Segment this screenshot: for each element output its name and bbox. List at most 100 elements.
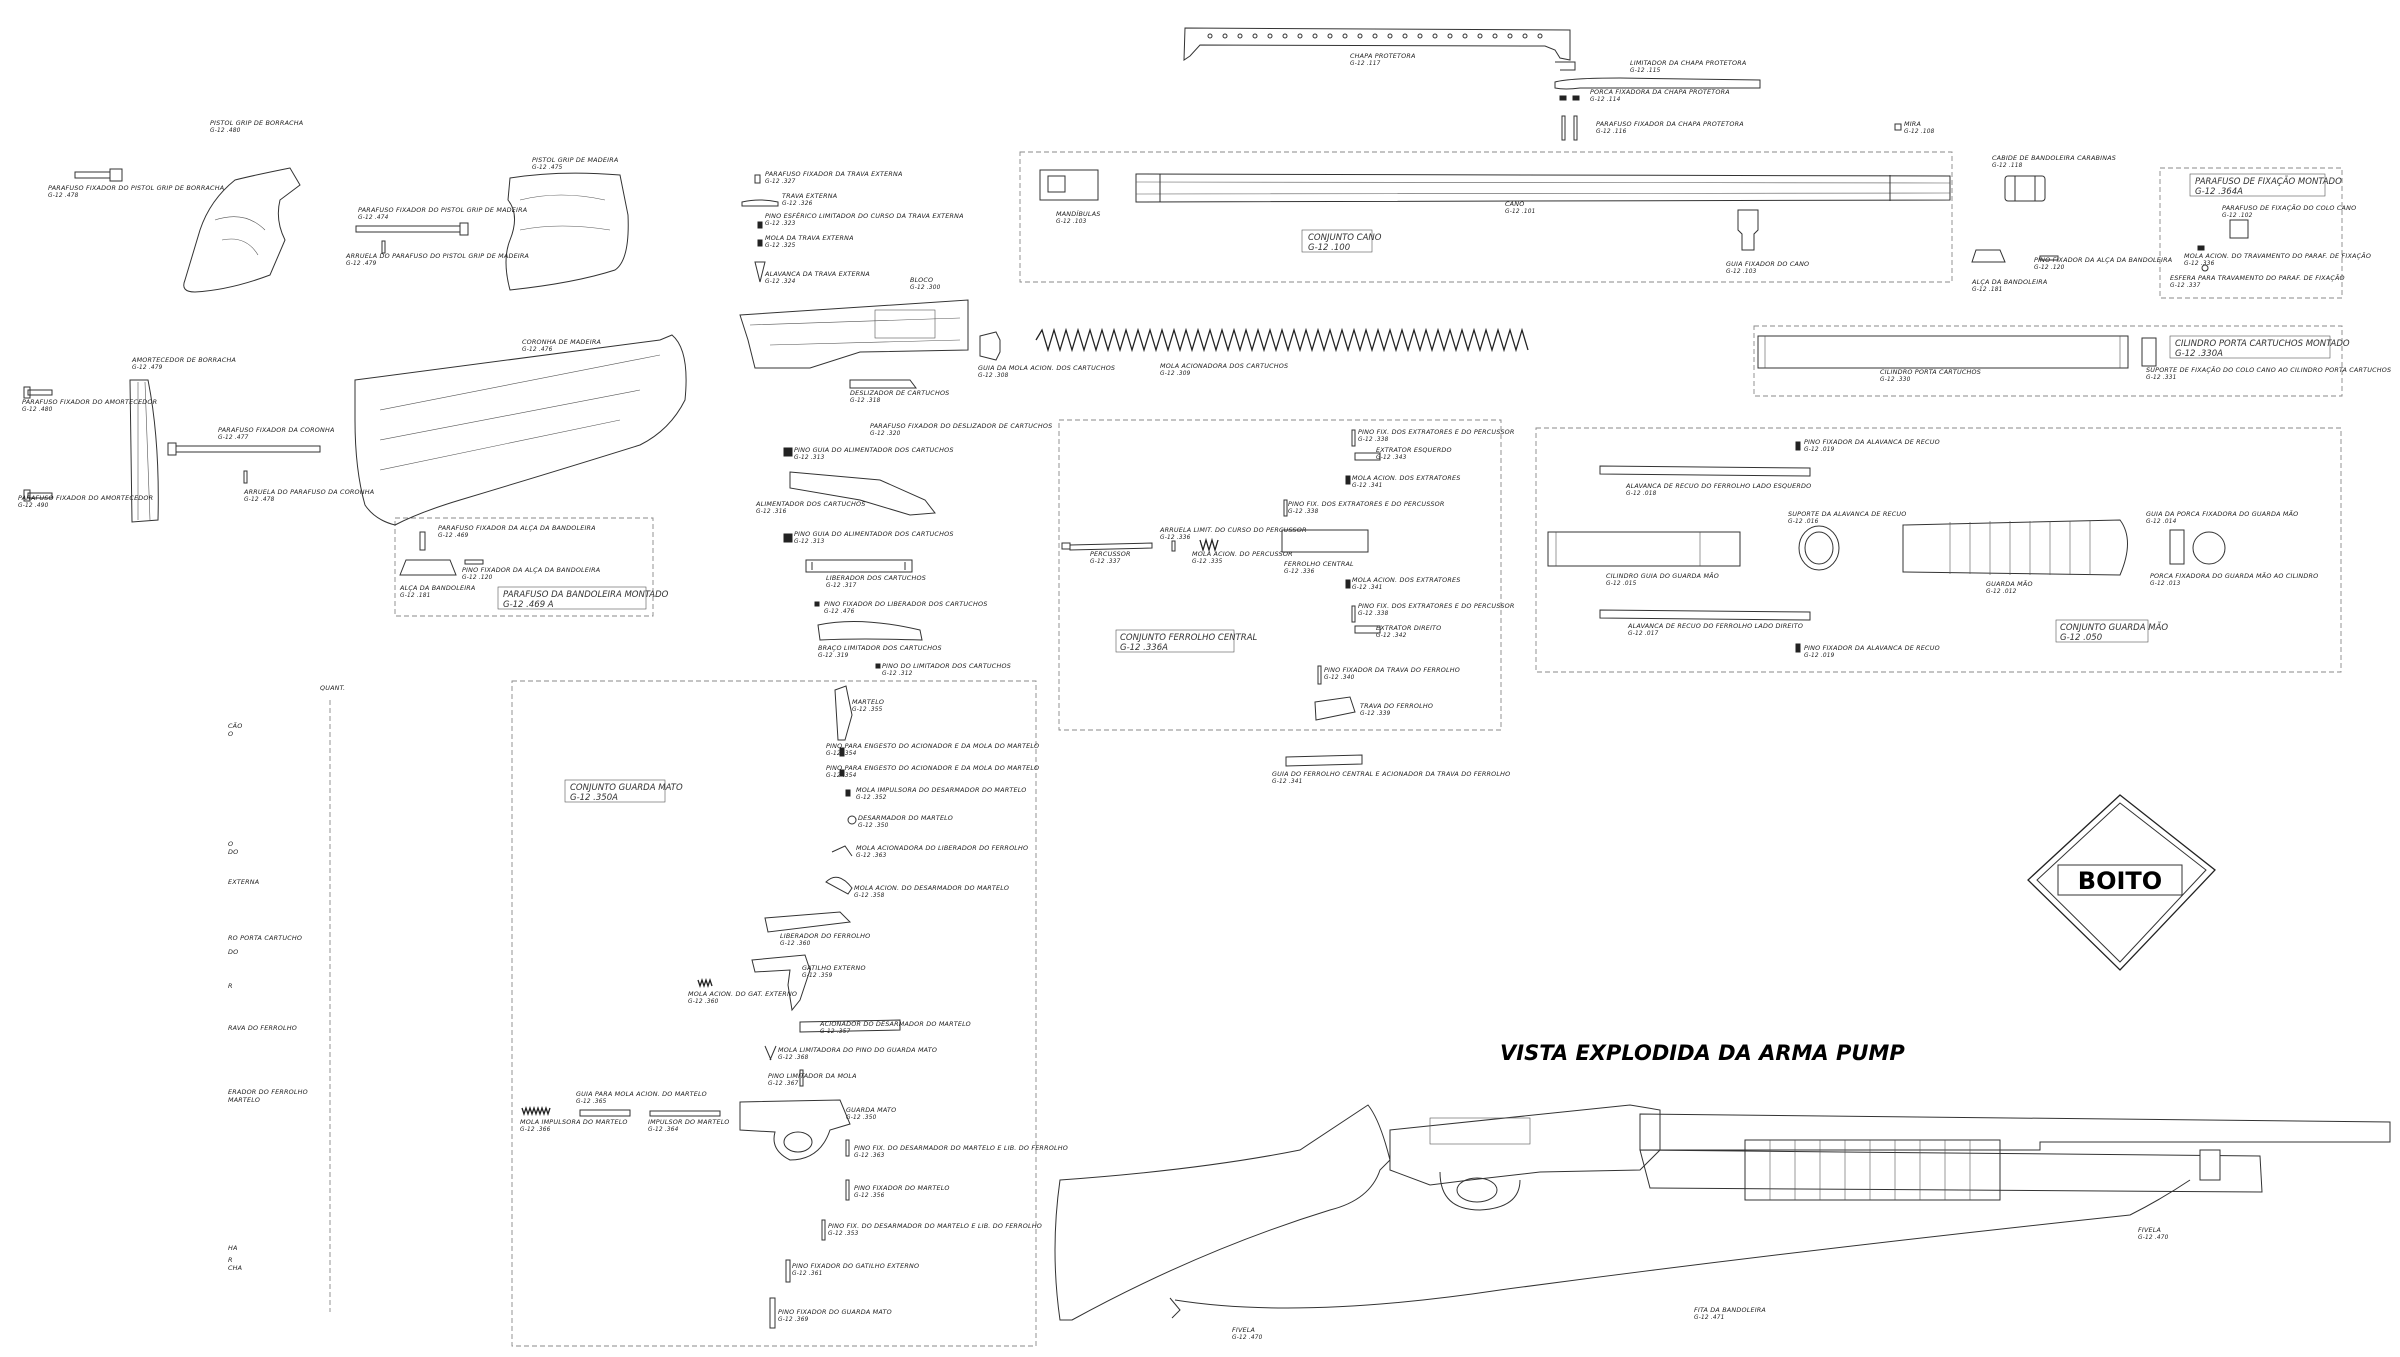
label-parafuso-pistol-grip-borracha: PARAFUSO FIXADOR DO PISTOL GRIP DE BORRA… (48, 184, 224, 199)
group-box-guarda-mato (511, 680, 1037, 1347)
label-code: G-12 .316 (756, 509, 787, 515)
label-text: PINO DO LIMITADOR DOS CARTUCHOS (882, 662, 1011, 670)
label-code: G-12 .015 (1606, 581, 1637, 587)
label-pino-fix-desarmador-2: PINO FIX. DO DESARMADOR DO MARTELO E LIB… (828, 1222, 1042, 1237)
label-pino-fix-extratores-3: PINO FIX. DOS EXTRATORES E DO PERCUSSORG… (1358, 602, 1514, 617)
label-code: G-12 .364 (648, 1127, 679, 1133)
boito-logo: BOITO (2027, 794, 2216, 971)
label-code: G-12 .116 (1596, 129, 1627, 135)
group-code-cilindro: G-12 .330A (2175, 349, 2223, 359)
label-text: CHAPA PROTETORA (1350, 52, 1416, 60)
label-code: G-12 .341 (1272, 779, 1303, 785)
label-code: G-12 .363 (854, 1153, 885, 1159)
label-text: BLOCO (910, 276, 933, 284)
group-title-bandoleira: PARAFUSO DA BANDOLEIRA MONTADO (503, 590, 669, 600)
logo-text: BOITO (2078, 867, 2162, 895)
label-text: ARRUELA LIMIT. DO CURSO DO PERCUSSOR (1159, 526, 1307, 534)
acionador-desarmador-part (799, 1019, 901, 1033)
label-code: G-12 .313 (794, 539, 825, 545)
label-arruela-percussor: ARRUELA LIMIT. DO CURSO DO PERCUSSORG-12… (1159, 526, 1307, 541)
label-text: PISTOL GRIP DE BORRACHA (210, 119, 303, 127)
group-titles: CONJUNTO CANO G-12 .100 PARAFUSO DE FIXA… (497, 173, 2350, 803)
side-list-item: HA (228, 1244, 238, 1252)
label-text: SUPORTE DA ALAVANCA DE RECUO (1788, 510, 1907, 518)
liberador-cartuchos-part (805, 559, 913, 573)
label-code: G-12 .340 (1324, 675, 1355, 681)
label-code: G-12 .016 (1788, 519, 1819, 525)
label-alavanca-recuo-dir: ALAVANCA DE RECUO DO FERROLHO LADO DIREI… (1627, 622, 1803, 637)
label-text: MOLA IMPULSORA DO MARTELO (520, 1118, 628, 1126)
label-text: CILINDRO GUIA DO GUARDA MÃO (1606, 571, 1719, 580)
label-code: G-12 .476 (824, 609, 855, 615)
label-text: MOLA ACIONADORA DOS CARTUCHOS (1160, 362, 1288, 370)
label-code: G-12 .361 (792, 1271, 823, 1277)
label-pino-eixo-acionador-2: PINO PARA ENGESTO DO ACIONADOR E DA MOLA… (826, 764, 1039, 779)
label-code: G-12 .480 (210, 128, 241, 134)
label-guia-ferrolho: GUIA DO FERROLHO CENTRAL E ACIONADOR DA … (1272, 770, 1510, 785)
label-text: EXTRATOR DIREITO (1376, 624, 1441, 632)
label-text: LIBERADOR DO FERROLHO (780, 932, 870, 940)
label-text: ALAVANCA DE RECUO DO FERROLHO LADO ESQUE… (1625, 482, 1811, 490)
label-code: G-12 .019 (1804, 653, 1835, 659)
label-code: G-12 .480 (22, 407, 53, 413)
label-code: G-12 .353 (828, 1231, 859, 1237)
side-list-item: ERADOR DO FERROLHO (228, 1088, 308, 1096)
label-code: G-12 .312 (882, 671, 913, 677)
label-text: MOLA IMPULSORA DO DESARMADOR DO MARTELO (856, 786, 1027, 794)
label-code: G-12 .350 (846, 1115, 877, 1121)
label-code: G-12 .354 (826, 751, 857, 757)
group-box-cilindro (1753, 325, 2343, 397)
label-code: G-12 .114 (1590, 97, 1621, 103)
label-text: IMPULSOR DO MARTELO (648, 1118, 730, 1126)
group-code-guarda-mato: G-12 .350A (570, 793, 618, 803)
label-code: G-12 .018 (1626, 491, 1657, 497)
label-text: GUARDA MATO (846, 1106, 896, 1114)
label-text: PINO FIXADOR DO GATILHO EXTERNO (792, 1262, 919, 1270)
label-text: CILINDRO PORTA CARTUCHOS (1880, 368, 1981, 376)
percussor-part (1069, 542, 1153, 551)
label-text: MANDÍBULAS (1056, 209, 1101, 218)
label-text: ARRUELA DO PARAFUSO DA CORONHA (243, 488, 374, 496)
gatilho-externo-part (751, 954, 811, 1012)
side-list-item: DO (228, 948, 238, 956)
label-code: G-12 .320 (870, 431, 901, 437)
label-code: G-12 .335 (1192, 559, 1223, 565)
trava-ferrolho-part (1314, 696, 1356, 721)
alavanca-recuo-esq-part (1599, 465, 1811, 477)
label-text: BRAÇO LIMITADOR DOS CARTUCHOS (818, 644, 942, 652)
label-code: G-12 .368 (778, 1055, 809, 1061)
label-code: G-12 .474 (358, 215, 389, 221)
label-code: G-12 .326 (782, 201, 813, 207)
label-code: G-12 .475 (532, 165, 563, 171)
label-text: PINO FIXADOR DA ALAVANCA DE RECUO (1804, 644, 1940, 652)
label-text: PINO PARA ENGESTO DO ACIONADOR E DA MOLA… (826, 764, 1039, 772)
label-text: PINO GUIA DO ALIMENTADOR DOS CARTUCHOS (794, 446, 954, 454)
label-code: G-12 .350 (858, 823, 889, 829)
side-list-item: EXTERNA (228, 878, 259, 886)
label-text: FIVELA (2138, 1226, 2161, 1234)
label-code: G-12 .120 (462, 575, 493, 581)
label-text: FIVELA (1232, 1326, 1255, 1334)
label-code: G-12 .337 (1090, 559, 1121, 565)
label-code: G-12 .341 (1352, 585, 1383, 591)
group-title-cilindro: CILINDRO PORTA CARTUCHOS MONTADO (2175, 339, 2350, 349)
label-code: G-12 .479 (346, 261, 377, 267)
side-list-item: R (228, 1256, 233, 1264)
page-title: VISTA EXPLODIDA DA ARMA PUMP (1500, 1041, 1905, 1065)
label-code: G-12 .470 (2138, 1235, 2169, 1241)
cilindro-guia-part (1547, 531, 1741, 567)
